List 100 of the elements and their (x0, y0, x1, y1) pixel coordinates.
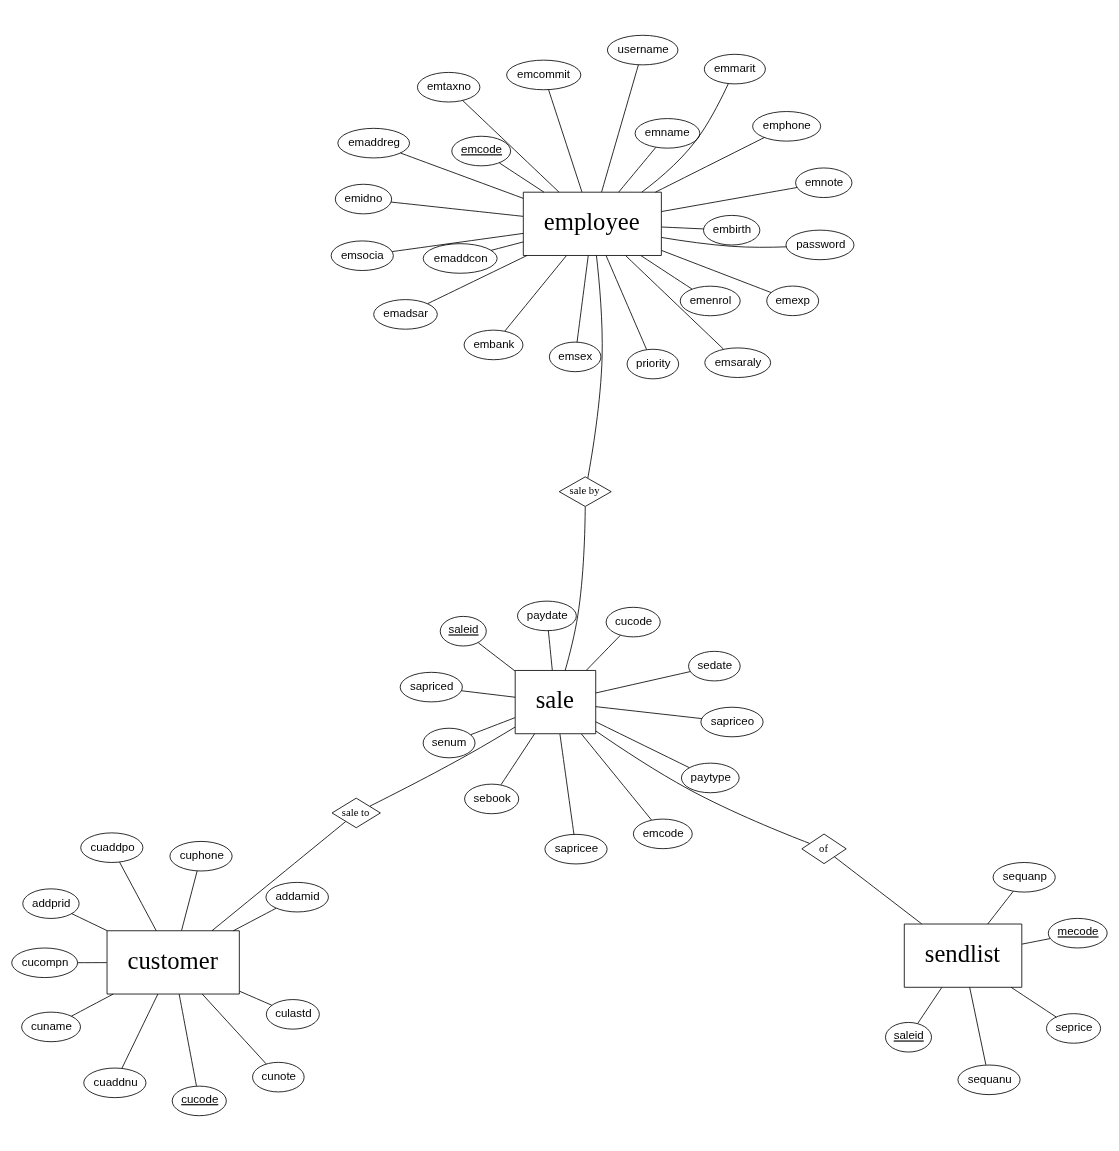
node-diamond: sale by (558, 476, 612, 507)
connector (587, 255, 603, 479)
node-ellipse: emaddreg (337, 127, 410, 159)
node-diamond: sale to (331, 797, 381, 829)
node-box: customer (106, 930, 240, 995)
node-ellipse: cuphone (169, 841, 233, 872)
node-ellipse: emcommit (506, 59, 582, 91)
node-ellipse: cuaddnu (83, 1067, 147, 1099)
connector (71, 913, 108, 932)
node-ellipse: senum (422, 727, 476, 759)
node-ellipse: sapriced (399, 671, 463, 703)
node-ellipse: sedate (688, 650, 741, 682)
node-ellipse: emcode (451, 135, 512, 167)
node-ellipse: priority (626, 348, 680, 380)
connector (470, 717, 516, 736)
connector (390, 201, 524, 217)
connector (595, 730, 810, 844)
connector (625, 255, 724, 350)
node-ellipse: paydate (517, 600, 577, 632)
node-ellipse: embirth (703, 215, 761, 246)
node-ellipse: emsex (548, 341, 602, 373)
connector (586, 634, 621, 671)
connector (618, 147, 657, 193)
node-ellipse: emexp (766, 285, 820, 317)
node-ellipse: emname (634, 118, 701, 149)
node-ellipse: emnote (795, 167, 853, 198)
node-ellipse: emidno (334, 183, 393, 215)
connector (661, 237, 787, 248)
connector (490, 241, 524, 251)
connector (119, 861, 157, 932)
connector (655, 137, 765, 193)
connector (641, 83, 729, 193)
connector (201, 993, 267, 1065)
node-ellipse: cuname (21, 1011, 81, 1043)
connector (1010, 986, 1057, 1018)
connector (211, 821, 347, 932)
node-ellipse: embank (463, 329, 524, 361)
node-ellipse: cuaddpo (80, 832, 144, 863)
node-box: sendlist (903, 923, 1023, 988)
connector (595, 706, 703, 719)
connector (400, 152, 524, 199)
connector (547, 630, 553, 671)
connector (232, 907, 277, 932)
connector (461, 690, 516, 698)
connector (121, 993, 159, 1069)
connector (969, 986, 987, 1066)
connector (504, 255, 567, 332)
node-ellipse: emsaraly (704, 347, 772, 378)
connector (601, 64, 639, 193)
node-ellipse: sequanu (957, 1064, 1021, 1095)
node-ellipse: cucode (171, 1085, 227, 1117)
node-box: sale (514, 670, 597, 735)
node-ellipse: sequanp (992, 862, 1056, 893)
node-ellipse: emadsar (373, 299, 438, 330)
node-ellipse: emcode (632, 818, 693, 850)
connector (462, 100, 560, 193)
connector (178, 993, 197, 1087)
connector (987, 890, 1014, 925)
node-ellipse: saleid (885, 1022, 932, 1053)
node-ellipse: sebook (464, 783, 520, 815)
connector (605, 255, 647, 350)
connector (595, 721, 690, 769)
connector (834, 856, 923, 925)
connector (391, 233, 524, 252)
node-ellipse: emmarit (703, 53, 766, 85)
connector (500, 733, 535, 786)
connector (239, 990, 273, 1006)
connector (917, 987, 943, 1024)
connector (1021, 938, 1051, 945)
connector (499, 162, 545, 193)
connector (661, 250, 772, 293)
node-ellipse: emsocia (330, 240, 394, 271)
node-ellipse: sapricee (544, 833, 608, 865)
connector (548, 89, 583, 193)
connector (477, 642, 516, 672)
node-ellipse: mecode (1047, 918, 1108, 949)
node-ellipse: sapriceo (700, 706, 764, 738)
connector (77, 962, 108, 964)
node-ellipse: addamid (265, 881, 329, 913)
node-ellipse: culastd (265, 999, 320, 1030)
connector (576, 255, 589, 343)
node-ellipse: cucompn (11, 947, 78, 978)
connector (181, 870, 198, 931)
connector (581, 733, 652, 821)
node-ellipse: seprice (1046, 1013, 1101, 1044)
node-ellipse: username (607, 34, 679, 66)
node-ellipse: emtaxno (417, 72, 481, 103)
node-box: employee (522, 191, 662, 256)
connector (661, 226, 705, 230)
node-ellipse: emaddcon (422, 243, 498, 274)
connector (595, 671, 691, 694)
connector (559, 733, 575, 835)
node-ellipse: password (785, 229, 855, 261)
node-ellipse: cunote (252, 1061, 305, 1093)
node-ellipse: addprid (22, 888, 80, 919)
node-ellipse: paytype (681, 762, 740, 794)
node-ellipse: cucode (605, 606, 661, 638)
node-ellipse: saleid (439, 616, 487, 647)
connector (564, 506, 586, 671)
node-diamond: of (801, 833, 847, 865)
